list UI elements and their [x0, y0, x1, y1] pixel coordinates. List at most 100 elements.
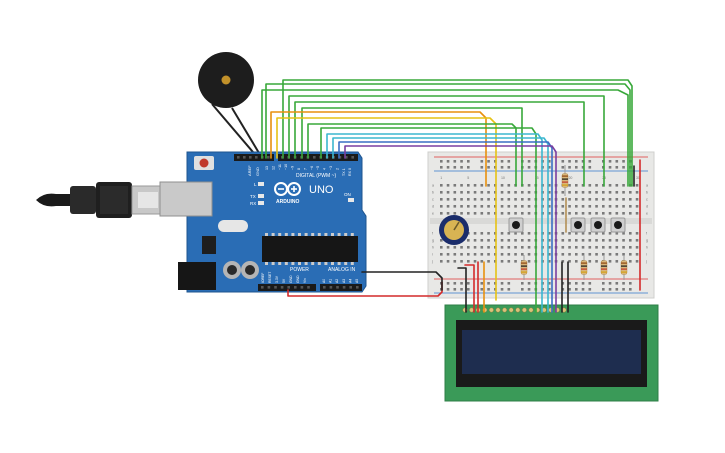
breadboard-hole[interactable]	[440, 205, 443, 208]
breadboard-hole[interactable]	[602, 198, 605, 201]
lcd-pin[interactable]	[488, 307, 494, 313]
breadboard-hole[interactable]	[487, 184, 490, 187]
breadboard-hole[interactable]	[588, 253, 592, 256]
breadboard-hole[interactable]	[467, 184, 470, 187]
breadboard-hole[interactable]	[487, 191, 490, 194]
breadboard-hole[interactable]	[608, 198, 612, 201]
rail-hole[interactable]	[446, 282, 450, 285]
breadboard-hole[interactable]	[521, 191, 524, 194]
breadboard-hole[interactable]	[446, 260, 450, 263]
breadboard-hole[interactable]	[608, 246, 612, 249]
breadboard-hole[interactable]	[622, 184, 625, 187]
breadboard-hole[interactable]	[588, 191, 592, 194]
header-hole[interactable]	[338, 156, 342, 159]
breadboard-hole[interactable]	[521, 198, 524, 201]
breadboard-hole[interactable]	[507, 232, 511, 235]
resistor-icon[interactable]	[620, 255, 628, 280]
breadboard-hole[interactable]	[467, 198, 470, 201]
header-hole[interactable]	[274, 286, 277, 289]
breadboard-hole[interactable]	[568, 198, 571, 201]
breadboard-hole[interactable]	[575, 198, 578, 201]
breadboard-hole[interactable]	[581, 253, 585, 256]
breadboard-hole[interactable]	[446, 212, 450, 215]
wire-orange[interactable]	[270, 111, 487, 187]
breadboard-hole[interactable]	[608, 253, 612, 256]
breadboard-hole[interactable]	[595, 232, 598, 235]
lcd-pin[interactable]	[502, 307, 508, 313]
breadboard-hole[interactable]	[507, 191, 511, 194]
rail-hole[interactable]	[575, 160, 578, 163]
breadboard-hole[interactable]	[527, 260, 531, 263]
breadboard-hole[interactable]	[635, 253, 639, 256]
rail-hole[interactable]	[480, 282, 484, 285]
breadboard-hole[interactable]	[446, 184, 450, 187]
breadboard-hole[interactable]	[548, 205, 551, 208]
breadboard-hole[interactable]	[581, 239, 585, 242]
breadboard-hole[interactable]	[588, 246, 592, 249]
header-hole[interactable]	[345, 156, 348, 159]
breadboard-hole[interactable]	[568, 232, 571, 235]
breadboard-hole[interactable]	[487, 260, 490, 263]
power-header[interactable]	[258, 284, 316, 291]
rail-hole[interactable]	[446, 160, 450, 163]
breadboard-hole[interactable]	[588, 232, 592, 235]
lcd-pin[interactable]	[469, 307, 475, 313]
breadboard-hole[interactable]	[602, 205, 605, 208]
header-hole[interactable]	[280, 286, 284, 289]
breadboard-hole[interactable]	[608, 232, 612, 235]
wire-red[interactable]	[464, 264, 475, 313]
pushbutton-icon[interactable]	[508, 217, 524, 233]
rail-hole[interactable]	[615, 282, 619, 285]
breadboard-hole[interactable]	[622, 205, 625, 208]
breadboard-hole[interactable]	[460, 253, 463, 256]
breadboard-hole[interactable]	[595, 246, 598, 249]
breadboard-hole[interactable]	[440, 253, 443, 256]
breadboard-hole[interactable]	[527, 198, 531, 201]
breadboard-hole[interactable]	[514, 191, 517, 194]
breadboard-hole[interactable]	[480, 239, 484, 242]
header-hole[interactable]	[287, 286, 290, 289]
breadboard-hole[interactable]	[581, 246, 585, 249]
breadboard-hole[interactable]	[581, 205, 585, 208]
rail-hole[interactable]	[487, 166, 490, 169]
breadboard-hole[interactable]	[473, 232, 477, 235]
breadboard-hole[interactable]	[473, 253, 477, 256]
breadboard-hole[interactable]	[500, 260, 504, 263]
breadboard-hole[interactable]	[473, 184, 477, 187]
wire-blue[interactable]	[338, 141, 553, 313]
breadboard-hole[interactable]	[440, 212, 443, 215]
rail-hole[interactable]	[507, 282, 511, 285]
breadboard-hole[interactable]	[635, 212, 639, 215]
breadboard-hole[interactable]	[548, 246, 551, 249]
wire-green[interactable]	[265, 83, 631, 187]
breadboard-hole[interactable]	[548, 260, 551, 263]
breadboard-hole[interactable]	[514, 246, 517, 249]
breadboard-hole[interactable]	[500, 198, 504, 201]
breadboard-hole[interactable]	[527, 239, 531, 242]
rail-hole[interactable]	[500, 166, 504, 169]
rail-hole[interactable]	[561, 166, 565, 169]
breadboard-hole[interactable]	[514, 253, 517, 256]
wire-black[interactable]	[457, 267, 467, 313]
breadboard-hole[interactable]	[487, 198, 490, 201]
rail-hole[interactable]	[568, 288, 571, 291]
wire-green[interactable]	[261, 89, 629, 187]
breadboard-hole[interactable]	[581, 232, 585, 235]
breadboard-hole[interactable]	[527, 246, 531, 249]
breadboard-hole[interactable]	[561, 246, 565, 249]
rail-hole[interactable]	[561, 160, 565, 163]
rail-hole[interactable]	[453, 288, 457, 291]
rail-hole[interactable]	[487, 282, 490, 285]
potentiometer-icon[interactable]	[439, 215, 469, 245]
breadboard-hole[interactable]	[622, 198, 625, 201]
resistor-icon[interactable]	[580, 255, 588, 280]
rail-hole[interactable]	[527, 282, 531, 285]
rail-hole[interactable]	[568, 160, 571, 163]
breadboard-hole[interactable]	[602, 232, 605, 235]
rail-hole[interactable]	[608, 166, 612, 169]
breadboard-hole[interactable]	[588, 212, 592, 215]
rail-hole[interactable]	[629, 288, 632, 291]
breadboard-hole[interactable]	[635, 191, 639, 194]
breadboard-hole[interactable]	[548, 232, 551, 235]
resistor-icon[interactable]	[561, 165, 569, 196]
